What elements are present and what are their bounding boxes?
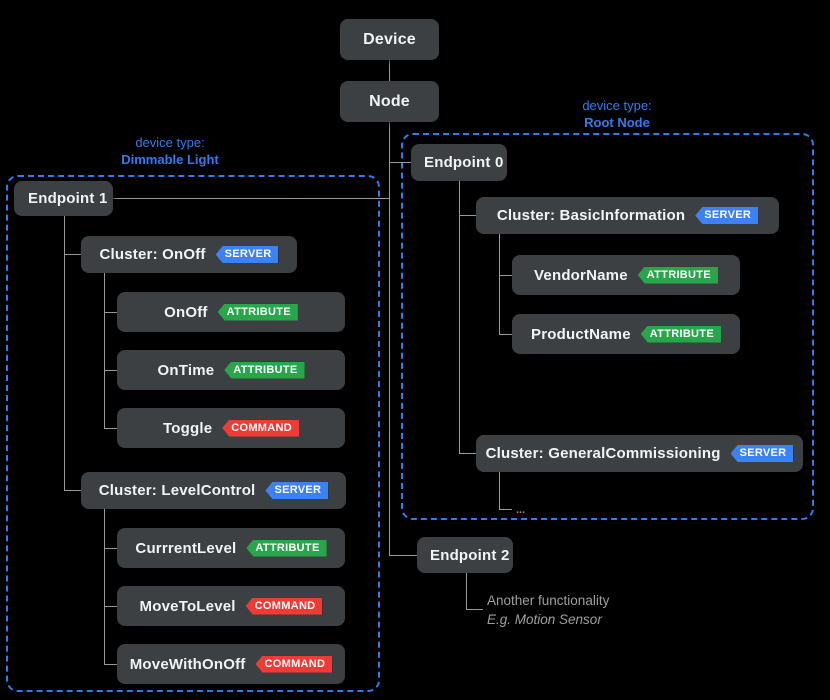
badge-server: SERVER <box>265 482 329 499</box>
node-attribute-vendorname-label: VendorName <box>534 266 628 284</box>
cluster-onoff-row: Cluster: OnOff SERVER <box>100 246 279 263</box>
cluster-generalcommissioning-row: Cluster: GeneralCommissioning SERVER <box>486 445 794 462</box>
connector-basicinformation-spine <box>499 234 500 334</box>
node-node[interactable]: Node <box>340 81 439 122</box>
node-attribute-onoff[interactable]: OnOff ATTRIBUTE <box>117 292 345 332</box>
attribute-productname-row: ProductName ATTRIBUTE <box>531 325 721 343</box>
connector-device-node <box>389 59 390 82</box>
attribute-currentlevel-row: CurrrentLevel ATTRIBUTE <box>135 539 327 557</box>
node-endpoint-2-label: Endpoint 2 <box>430 546 510 564</box>
node-attribute-productname-label: ProductName <box>531 325 631 343</box>
cluster-levelcontrol-row: Cluster: LevelControl SERVER <box>99 482 329 499</box>
connector-generalcommissioning-more <box>499 509 512 510</box>
badge-command: COMMAND <box>222 419 299 437</box>
panel-label-name: Root Node <box>584 115 650 130</box>
node-attribute-currentlevel[interactable]: CurrrentLevel ATTRIBUTE <box>117 528 345 568</box>
connector-levelcontrol-spine <box>104 509 105 665</box>
node-command-movetolevel-label: MoveToLevel <box>139 597 236 615</box>
node-device[interactable]: Device <box>340 19 439 60</box>
badge-attribute: ATTRIBUTE <box>637 266 718 284</box>
panel-label-name: Dimmable Light <box>121 152 219 167</box>
badge-attribute: ATTRIBUTE <box>217 303 298 321</box>
connector-levelcontrol-cmd-movetolevel <box>104 606 117 607</box>
node-device-label: Device <box>363 30 416 48</box>
endpoint2-note: Another functionality E.g. Motion Sensor <box>487 591 609 629</box>
connector-generalcommissioning-spine <box>499 472 500 509</box>
connector-node-trunk <box>389 120 390 556</box>
command-movetolevel-row: MoveToLevel COMMAND <box>139 597 323 615</box>
connector-endpoint0-spine <box>459 181 460 454</box>
attribute-ontime-row: OnTime ATTRIBUTE <box>157 361 305 379</box>
node-cluster-generalcommissioning[interactable]: Cluster: GeneralCommissioning SERVER <box>476 435 803 472</box>
badge-command: COMMAND <box>255 655 333 673</box>
badge-command: COMMAND <box>245 597 323 615</box>
node-node-label: Node <box>369 92 410 110</box>
connector-onoff-cmd-toggle <box>104 428 117 429</box>
node-cluster-basicinformation[interactable]: Cluster: BasicInformation SERVER <box>476 197 779 234</box>
node-endpoint-2[interactable]: Endpoint 2 <box>417 537 513 573</box>
panel-label-kind: device type: <box>582 98 652 113</box>
badge-attribute: ATTRIBUTE <box>640 325 721 343</box>
command-movewithonoff-row: MoveWithOnOff COMMAND <box>129 655 333 673</box>
connector-onoff-attr-ontime <box>104 370 117 371</box>
connector-basicinformation-attr-vendorname <box>499 275 512 276</box>
panel-root-node <box>401 133 814 520</box>
connector-endpoint2-note <box>466 609 483 610</box>
node-attribute-vendorname[interactable]: VendorName ATTRIBUTE <box>512 255 740 295</box>
node-command-movetolevel[interactable]: MoveToLevel COMMAND <box>117 586 345 626</box>
badge-attribute: ATTRIBUTE <box>246 539 327 557</box>
node-endpoint-1-label: Endpoint 1 <box>28 190 108 207</box>
node-attribute-ontime-label: OnTime <box>157 361 215 379</box>
attribute-vendorname-row: VendorName ATTRIBUTE <box>534 266 718 284</box>
panel-label-root-node: device type: Root Node <box>547 97 687 131</box>
node-cluster-generalcommissioning-label: Cluster: GeneralCommissioning <box>485 445 721 462</box>
connector-endpoint1-levelcontrol <box>64 490 81 491</box>
node-command-movewithonoff-label: MoveWithOnOff <box>129 655 246 673</box>
connector-endpoint1-spine <box>64 216 65 491</box>
node-cluster-levelcontrol[interactable]: Cluster: LevelControl SERVER <box>81 472 346 509</box>
node-cluster-onoff-label: Cluster: OnOff <box>99 246 206 263</box>
connector-basicinformation-attr-productname <box>499 334 512 335</box>
cluster-basicinformation-row: Cluster: BasicInformation SERVER <box>496 207 759 224</box>
connector-endpoint2-spine <box>466 573 467 609</box>
connector-trunk-endpoint0 <box>389 162 411 163</box>
endpoint2-note-line1: Another functionality <box>487 593 610 608</box>
command-toggle-row: Toggle COMMAND <box>162 419 299 437</box>
node-attribute-productname[interactable]: ProductName ATTRIBUTE <box>512 314 740 354</box>
badge-server: SERVER <box>730 445 794 462</box>
node-command-toggle-label: Toggle <box>162 419 213 437</box>
node-attribute-currentlevel-label: CurrrentLevel <box>135 539 237 557</box>
node-cluster-levelcontrol-label: Cluster: LevelControl <box>98 482 256 499</box>
node-endpoint-0[interactable]: Endpoint 0 <box>411 144 507 181</box>
node-endpoint-0-label: Endpoint 0 <box>424 154 504 171</box>
node-attribute-onoff-label: OnOff <box>164 303 208 321</box>
node-cluster-basicinformation-label: Cluster: BasicInformation <box>496 207 686 224</box>
panel-dimmable-light <box>6 175 380 692</box>
connector-trunk-endpoint1 <box>113 198 390 199</box>
node-endpoint-1[interactable]: Endpoint 1 <box>14 181 113 216</box>
connector-onoff-attr-onoff <box>104 312 117 313</box>
panel-label-kind: device type: <box>135 135 205 150</box>
badge-attribute: ATTRIBUTE <box>224 361 305 379</box>
attribute-onoff-row: OnOff ATTRIBUTE <box>164 303 298 321</box>
connector-levelcontrol-attr-currentlevel <box>104 548 117 549</box>
node-command-toggle[interactable]: Toggle COMMAND <box>117 408 345 448</box>
badge-server: SERVER <box>215 246 279 263</box>
node-attribute-ontime[interactable]: OnTime ATTRIBUTE <box>117 350 345 390</box>
node-command-movewithonoff[interactable]: MoveWithOnOff COMMAND <box>117 644 345 684</box>
more-items-ellipsis: ... <box>516 504 526 516</box>
connector-onoff-spine <box>104 273 105 429</box>
endpoint2-note-line2: E.g. Motion Sensor <box>487 612 602 627</box>
connector-endpoint0-generalcommissioning <box>459 453 476 454</box>
connector-endpoint1-onoff <box>64 254 81 255</box>
panel-label-dimmable-light: device type: Dimmable Light <box>110 134 230 168</box>
connector-endpoint0-basicinformation <box>459 215 476 216</box>
connector-levelcontrol-cmd-movewithonoff <box>104 664 117 665</box>
badge-server: SERVER <box>695 207 759 224</box>
node-cluster-onoff[interactable]: Cluster: OnOff SERVER <box>81 236 297 273</box>
connector-trunk-endpoint2 <box>389 555 417 556</box>
